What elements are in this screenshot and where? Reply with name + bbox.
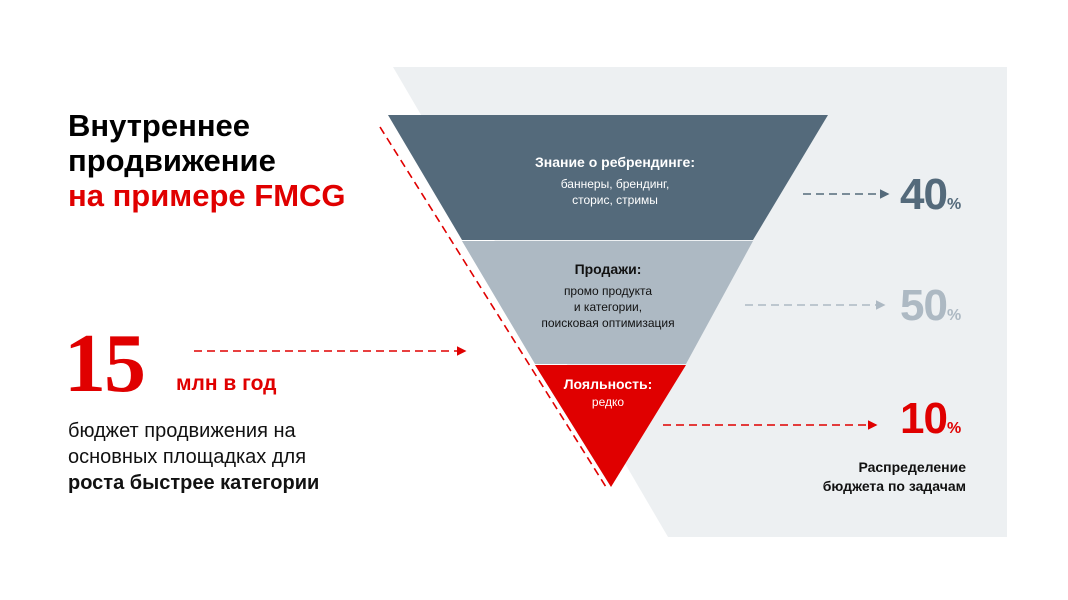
segment-heading: Продажи: [574, 261, 642, 277]
percent-value: 40 [900, 170, 948, 219]
percent-sign: % [946, 307, 962, 324]
funnel-segment-awareness [388, 115, 828, 240]
segment-text: и категории, [573, 300, 643, 314]
budget-description: бюджет продвижения на основных площадках… [68, 418, 319, 496]
segment-text: поисковая оптимизация [541, 316, 675, 330]
segment-heading: Лояльность: [563, 376, 653, 392]
budget-value: 15 [64, 317, 146, 410]
desc-line: бюджет продвижения на [68, 420, 296, 442]
percent-sign: % [946, 196, 962, 213]
percent-sales: 50% [900, 284, 961, 338]
segment-text: сторис, стримы [572, 193, 658, 207]
percent-loyalty: 10% [900, 397, 961, 451]
segment-label-sales: Продажи: промо продукта и категории, пои… [458, 261, 758, 331]
percent-value: 10 [900, 394, 948, 443]
title-line-accent: на примере FMCG [68, 178, 346, 213]
percent-value: 50 [900, 281, 948, 330]
budget-distribution-note: Распределение бюджета по задачам [823, 458, 966, 496]
funnel-segment-loyalty [535, 365, 686, 487]
percent-awareness: 40% [900, 173, 961, 227]
segment-text: баннеры, брендинг, [560, 177, 670, 191]
title-line: Внутреннее [68, 108, 251, 143]
title-line: продвижение [68, 143, 276, 178]
note-line: Распределение [858, 459, 966, 475]
note-line: бюджета по задачам [822, 478, 966, 494]
budget-unit: млн в год [176, 372, 277, 395]
segment-heading: Знание о ребрендинге: [534, 154, 695, 170]
segment-label-awareness: Знание о ребрендинге: баннеры, брендинг,… [465, 154, 765, 208]
percent-sign: % [946, 420, 962, 437]
segment-text: редко [591, 395, 625, 409]
segment-label-loyalty: Лояльность: редко [458, 376, 758, 410]
desc-line: основных площадках для [68, 446, 307, 468]
segment-text: промо продукта [563, 284, 653, 298]
funnel-segment-sales [462, 241, 753, 364]
page-title: Внутреннее продвижение на примере FMCG [68, 108, 346, 213]
funnel-dashed-edge [379, 126, 607, 488]
desc-line-bold: роста быстрее категории [68, 472, 320, 494]
